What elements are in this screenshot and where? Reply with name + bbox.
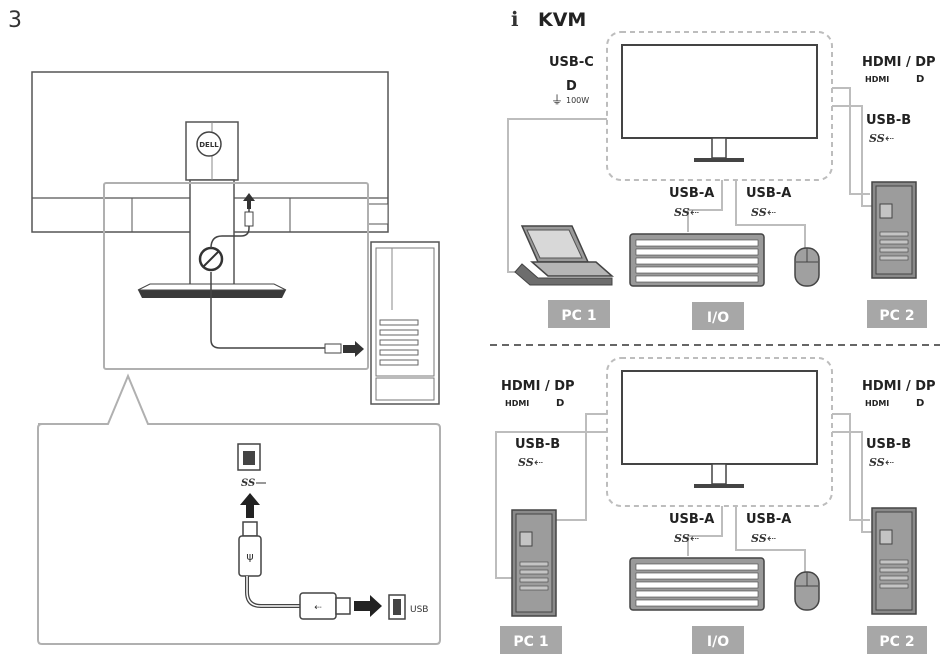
usb-b-label-left: USB-B xyxy=(515,437,560,452)
usb-cable-route xyxy=(210,193,364,357)
pc1-label-bottom: PC 1 xyxy=(513,634,548,650)
hdmi-dp-label-right: HDMI / DP xyxy=(862,379,936,394)
monitor-top xyxy=(621,44,818,162)
usb-b-detail: SS ψ ⇠ USB xyxy=(237,443,428,620)
hdmi-logo-icon: HDMI xyxy=(865,399,889,408)
arrow-right-icon xyxy=(354,595,382,617)
pc2-tower-icon xyxy=(871,507,917,615)
io-button-top xyxy=(692,302,744,330)
pc2-label-bottom: PC 2 xyxy=(879,634,914,650)
pc2-label-top: PC 2 xyxy=(879,308,914,324)
monitor-back-view: DELL xyxy=(31,71,389,298)
usb-a-label-right: USB-A xyxy=(746,512,791,527)
dell-logo-text: DELL xyxy=(199,141,219,149)
ss-usb-icon: SS xyxy=(674,206,690,219)
svg-text:ψ: ψ xyxy=(246,550,253,563)
pc2-tower-icon xyxy=(871,181,917,279)
ss-usb-symbol: SS xyxy=(241,478,255,489)
top-kvm-config: USB-C D ⏚ 100W HDMI / DP HDMI D USB-B SS… xyxy=(507,31,936,330)
pc-tower-left-panel xyxy=(370,241,440,405)
usb-c-label: USB-C xyxy=(549,55,594,70)
power-delivery-label: 100W xyxy=(566,96,589,105)
arrow-up-icon xyxy=(243,193,255,209)
usb-b-label-right: USB-B xyxy=(866,437,911,452)
pc2-button-bottom xyxy=(867,626,927,654)
pc1-button-top xyxy=(548,300,610,328)
usb-trident-icon: ⇠ xyxy=(690,532,699,545)
io-label-top: I/O xyxy=(707,310,729,326)
usb-trident-icon: ⇠ xyxy=(767,532,776,545)
usb-a-label-left: USB-A xyxy=(669,186,714,201)
pc1-label-top: PC 1 xyxy=(561,308,596,324)
detail-callout xyxy=(37,373,441,645)
displayport-icon: D xyxy=(916,398,924,409)
ss-usb-icon: SS xyxy=(869,456,885,469)
usb-trident-icon: ⇠ xyxy=(885,132,894,145)
mouse-icon xyxy=(794,571,820,611)
usb-port-label: USB xyxy=(410,605,428,615)
displayport-icon: D xyxy=(916,74,924,85)
ss-usb-icon: SS xyxy=(751,532,767,545)
step-number: 3 xyxy=(8,8,22,33)
kvm-title: KVM xyxy=(538,9,586,31)
pc1-tower-icon xyxy=(511,509,557,617)
ss-usb-icon: SS xyxy=(674,532,690,545)
ss-usb-icon: SS xyxy=(751,206,767,219)
io-label-bottom: I/O xyxy=(707,634,729,650)
pc2-button-top xyxy=(867,300,927,328)
usb-b-label-right: USB-B xyxy=(866,113,911,128)
info-icon: ℹ xyxy=(511,7,519,31)
arrow-right-icon xyxy=(343,341,364,357)
usb-trident-icon: ⇠ xyxy=(690,206,699,219)
hdmi-logo-icon: HDMI xyxy=(505,399,529,408)
hdmi-dp-label-left: HDMI / DP xyxy=(501,379,575,394)
power-plug-icon: ⏚ xyxy=(551,93,563,107)
displayport-icon: D xyxy=(566,79,577,94)
mouse-icon xyxy=(794,247,820,287)
dell-logo xyxy=(196,131,222,157)
monitor-zone-top xyxy=(606,31,833,181)
pc1-button-bottom xyxy=(500,626,562,654)
io-button-bottom xyxy=(692,626,744,654)
keyboard-icon xyxy=(629,233,765,287)
usb-trident-icon: ⇠ xyxy=(767,206,776,219)
usb-a-label-left: USB-A xyxy=(669,512,714,527)
zoom-region xyxy=(103,182,369,370)
hdmi-dp-label-right: HDMI / DP xyxy=(862,55,936,70)
displayport-icon: D xyxy=(556,398,564,409)
usb-trident-icon: ⇠ xyxy=(534,456,543,469)
usb-trident-icon: ⇠ xyxy=(885,456,894,469)
keyboard-icon xyxy=(629,557,765,611)
usb-a-label-right: USB-A xyxy=(746,186,791,201)
arrow-up-icon xyxy=(240,493,260,518)
ss-usb-icon: SS xyxy=(869,132,885,145)
bottom-kvm-config: HDMI / DP HDMI D USB-B SS ⇠ HDMI / DP HD… xyxy=(495,357,936,654)
monitor-bottom xyxy=(621,370,818,488)
ss-usb-icon: SS xyxy=(518,456,534,469)
hdmi-logo-icon: HDMI xyxy=(865,75,889,84)
svg-text:⇠: ⇠ xyxy=(314,603,322,613)
laptop-icon xyxy=(514,225,614,286)
